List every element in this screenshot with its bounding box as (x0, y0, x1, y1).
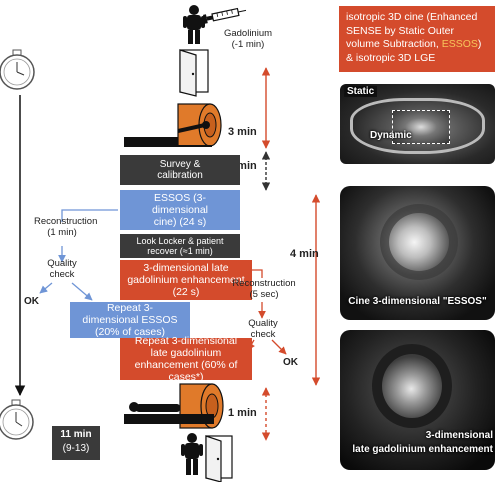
person-top-icon (183, 5, 205, 44)
mri-dynamic-label: Dynamic (370, 130, 412, 141)
stopwatch-bottom-icon (0, 399, 34, 440)
total-time-badge: 11 min (9-13) (52, 426, 100, 460)
right-quality-check-label: Quality check (248, 318, 278, 341)
mri-lge-myocardium (372, 344, 452, 428)
right-ok-label: OK (283, 357, 298, 368)
mri-lge-label-line2: late gadolinium enhancement (352, 444, 493, 455)
gadolinium-label: Gadolinium (-1 min) (218, 28, 278, 51)
left-repeat-arrow (71, 282, 93, 301)
mri-cine-label: Cine 3-dimensional "ESSOS" (348, 296, 487, 307)
mri-scanner-bottom-icon (124, 383, 224, 429)
left-reconstruction-line (61, 209, 118, 222)
right-ok-arrow (271, 339, 287, 355)
left-quality-check-label: Quality check (47, 258, 77, 281)
mri-scanner-top-icon (124, 103, 222, 147)
door-bottom-icon (205, 435, 233, 482)
mri-static-dynamic-image: Static Dynamic (340, 84, 495, 164)
step-survey: Survey & calibration (120, 155, 240, 185)
step-repeat-lge: Repeat 3-dimensional late gadolinium enh… (120, 335, 252, 383)
syringe-icon (202, 7, 247, 24)
step-look-locker: Look Locker & patient recover (≈1 min) (120, 234, 240, 258)
protocol-title-box: isotropic 3D cine (Enhanced SENSE by Sta… (339, 6, 495, 72)
person-bottom-icon (181, 433, 203, 475)
total-time-range: (9-13) (62, 442, 90, 454)
door-top-icon (179, 49, 209, 97)
duration-1min: 1 min (228, 407, 257, 419)
title-text-before: isotropic 3D cine (Enhanced SENSE by Sta… (346, 11, 478, 51)
duration-4min: 4 min (290, 248, 319, 260)
left-reconstruction-label: Reconstruction (1 min) (34, 216, 98, 239)
total-time-main: 11 min (60, 429, 92, 440)
title-essos-highlight: ESSOS (441, 38, 478, 51)
left-ok-arrow (39, 282, 53, 294)
mri-cine-image: Cine 3-dimensional "ESSOS" (340, 186, 495, 320)
step-repeat-essos: Repeat 3-dimensional ESSOS (20% of cases… (70, 302, 190, 338)
step-essos: ESSOS (3-dimensional cine) (24 s) (120, 190, 240, 230)
gadolinium-text: Gadolinium (223, 28, 273, 39)
step-lge: 3-dimensional late gadolinium enhancemen… (120, 260, 252, 300)
right-reconstruction-label: Reconstruction (5 sec) (232, 278, 296, 301)
title-text-after: ) & isotropic 3D LGE (346, 38, 482, 64)
mri-cine-myocardium (380, 204, 458, 280)
mri-body-outline (350, 98, 485, 154)
right-reconstruction-line (252, 269, 263, 278)
stopwatch-top-icon (0, 49, 35, 90)
gadolinium-time: (-1 min) (231, 39, 265, 51)
mri-lge-image: 3-dimensional late gadolinium enhancemen… (340, 330, 495, 470)
duration-3min-first: 3 min (228, 126, 257, 138)
mri-lge-label-line1: 3-dimensional (425, 430, 493, 441)
mri-static-label: Static (344, 86, 378, 97)
mri-dynamic-roi (392, 110, 450, 144)
left-ok-label: OK (24, 296, 39, 307)
